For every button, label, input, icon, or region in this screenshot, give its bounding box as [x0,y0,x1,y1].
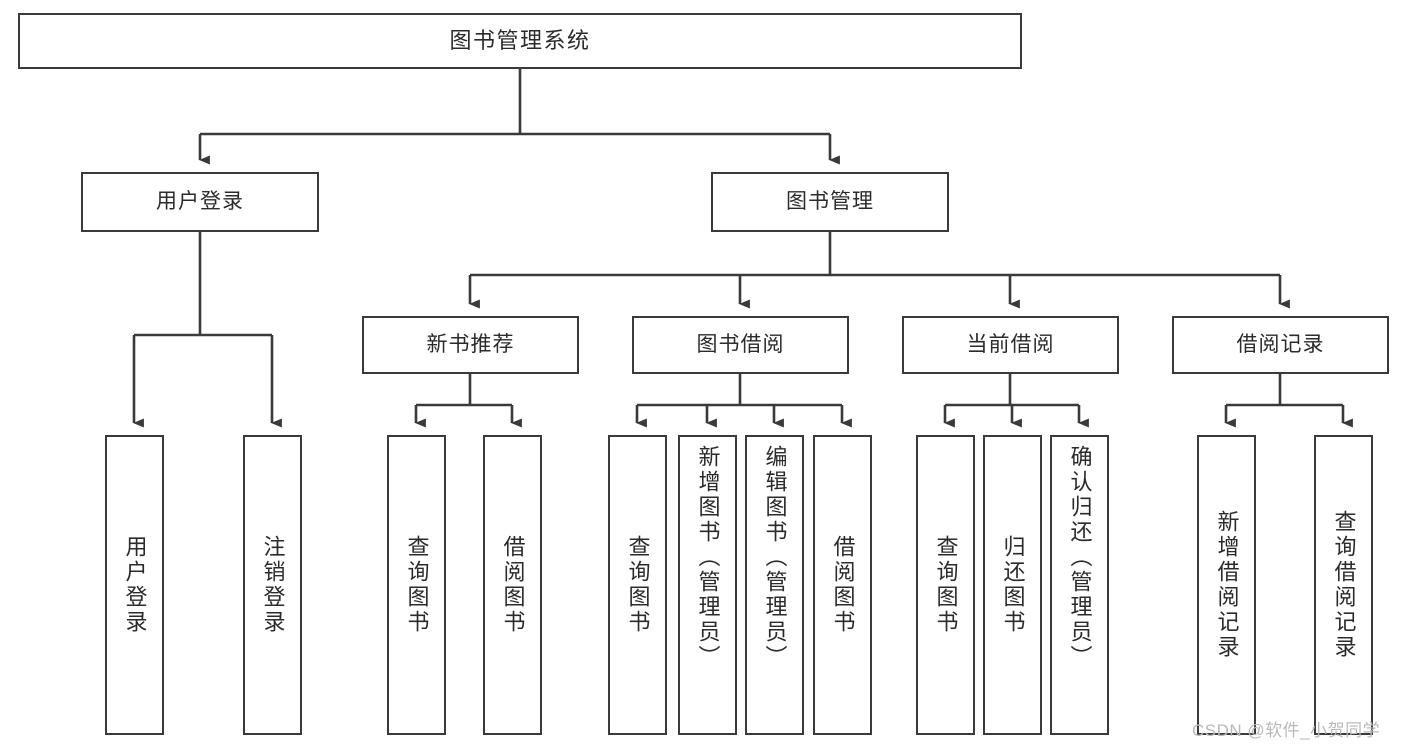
node-label: 图书管理系统 [449,28,591,54]
node-book-borrow[interactable]: 图书借阅 [632,316,849,374]
node-label: 归还图书 [1000,535,1026,635]
node-label: 查询图书 [933,535,959,635]
leaf-query-book-borrow[interactable]: 查询图书 [608,435,667,735]
leaf-add-book-admin[interactable]: 新增图书（管理员） [678,435,737,735]
leaf-user-login[interactable]: 用户登录 [105,435,164,735]
node-user-login[interactable]: 用户登录 [81,172,319,232]
node-new-book-recommend[interactable]: 新书推荐 [362,316,579,374]
leaf-edit-book-admin[interactable]: 编辑图书（管理员） [745,435,804,735]
leaf-borrow-book[interactable]: 借阅图书 [813,435,872,735]
node-label: 借阅图书 [830,535,856,635]
node-book-manage[interactable]: 图书管理 [711,172,949,232]
node-label: 编辑图书（管理员） [762,445,788,670]
leaf-user-logout[interactable]: 注销登录 [243,435,302,735]
node-current-borrow[interactable]: 当前借阅 [902,316,1119,374]
node-label: 图书管理 [786,189,874,213]
node-root-system[interactable]: 图书管理系统 [18,13,1022,69]
csdn-watermark: CSDN @软件_小贺同学 [1192,721,1381,740]
node-label: 查询图书 [625,535,651,635]
leaf-return-book[interactable]: 归还图书 [983,435,1042,735]
node-borrow-record[interactable]: 借阅记录 [1172,316,1389,374]
node-label: 当前借阅 [966,332,1055,356]
leaf-query-book-new[interactable]: 查询图书 [387,435,446,735]
node-label: 用户登录 [156,189,244,213]
node-label: 查询图书 [404,535,430,635]
node-label: 借阅图书 [500,535,526,635]
node-label: 新增借阅记录 [1214,510,1240,660]
leaf-query-borrow-record[interactable]: 查询借阅记录 [1314,435,1373,735]
leaf-query-book-current[interactable]: 查询图书 [916,435,975,735]
node-label: 新增图书（管理员） [695,445,721,670]
node-label: 图书借阅 [696,332,785,356]
node-label: 注销登录 [260,535,286,635]
node-label: 用户登录 [122,535,148,635]
leaf-borrow-book-new[interactable]: 借阅图书 [483,435,542,735]
node-label: 查询借阅记录 [1331,510,1357,660]
node-label: 新书推荐 [426,332,515,356]
leaf-add-borrow-record[interactable]: 新增借阅记录 [1197,435,1256,735]
node-label: 借阅记录 [1236,332,1325,356]
node-label: 确认归还（管理员） [1067,445,1093,670]
leaf-confirm-return-admin[interactable]: 确认归还（管理员） [1050,435,1109,735]
